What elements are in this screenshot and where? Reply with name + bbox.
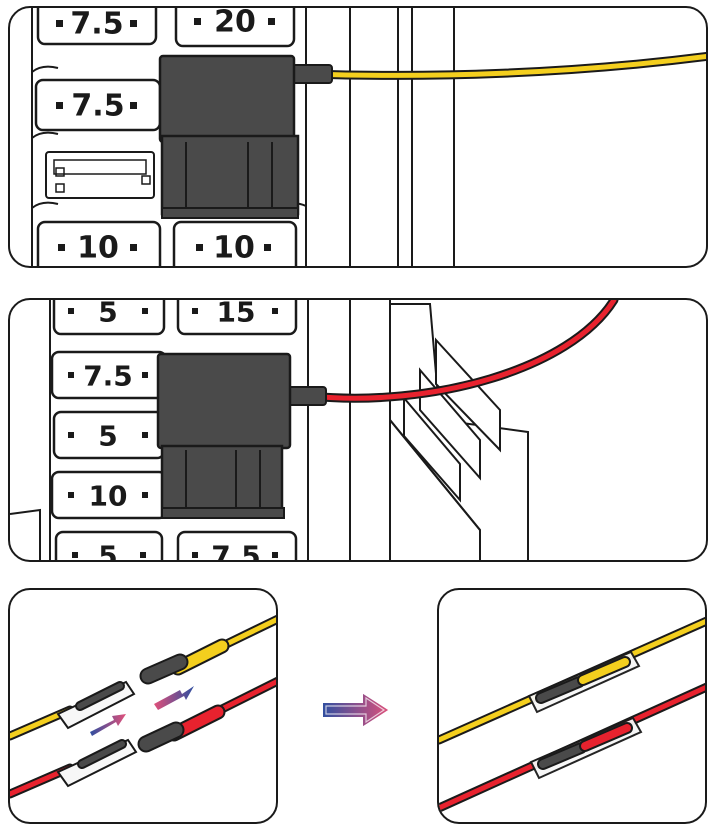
fuse-icon xyxy=(54,530,164,560)
fuse-label: 10 xyxy=(89,480,128,513)
fuse-box-illustration-1: 7.5 20 7.5 10 10 xyxy=(31,8,706,266)
wire-boot xyxy=(285,386,327,406)
motion-arrow-icon xyxy=(154,686,194,710)
fuse-label: 10 xyxy=(77,231,119,266)
empty-fuse-slot xyxy=(45,151,155,199)
fuse-label: 10 xyxy=(213,231,255,266)
fuse-label: 7.5 xyxy=(71,89,124,124)
panel-connectors-joined xyxy=(437,588,707,824)
panel-connectors-separated xyxy=(8,588,278,824)
motion-arrow-icon xyxy=(90,714,126,736)
fuse-label: 7.5 xyxy=(83,360,133,393)
fuse-tap-icon xyxy=(156,352,292,519)
fuse-icon xyxy=(176,300,298,336)
fuse-icon xyxy=(172,220,298,266)
right-arrow-icon xyxy=(321,690,392,730)
red-wire xyxy=(307,300,617,401)
joined-connector-icon xyxy=(439,616,705,813)
fuse-label: 5 xyxy=(98,540,117,563)
fuse-tap-icon xyxy=(158,54,300,219)
panel-fuse-tap-yellow: 7.5 20 7.5 10 10 xyxy=(8,6,708,268)
fuse-label: 20 xyxy=(214,8,256,40)
fuse-label: 15 xyxy=(217,300,256,329)
fuse-icon xyxy=(174,8,296,48)
fuse-icon xyxy=(52,300,166,336)
yellow-wire xyxy=(307,53,706,78)
fuse-icon xyxy=(36,8,158,46)
fuse-label: 7.5 xyxy=(70,8,123,42)
fuse-icon xyxy=(36,220,162,266)
fuse-box-illustration-2: 5 15 7.5 5 10 5 7.5 xyxy=(10,300,619,563)
bullet-connector-icon xyxy=(10,614,276,799)
fuse-label: 7.5 xyxy=(211,540,261,563)
fuse-icon xyxy=(176,530,298,560)
fuse-label: 5 xyxy=(98,300,117,329)
red-wire-outline xyxy=(305,300,619,403)
fuse-label: 5 xyxy=(98,420,117,453)
panel-fuse-tap-red: 5 15 7.5 5 10 5 7.5 xyxy=(8,298,708,562)
